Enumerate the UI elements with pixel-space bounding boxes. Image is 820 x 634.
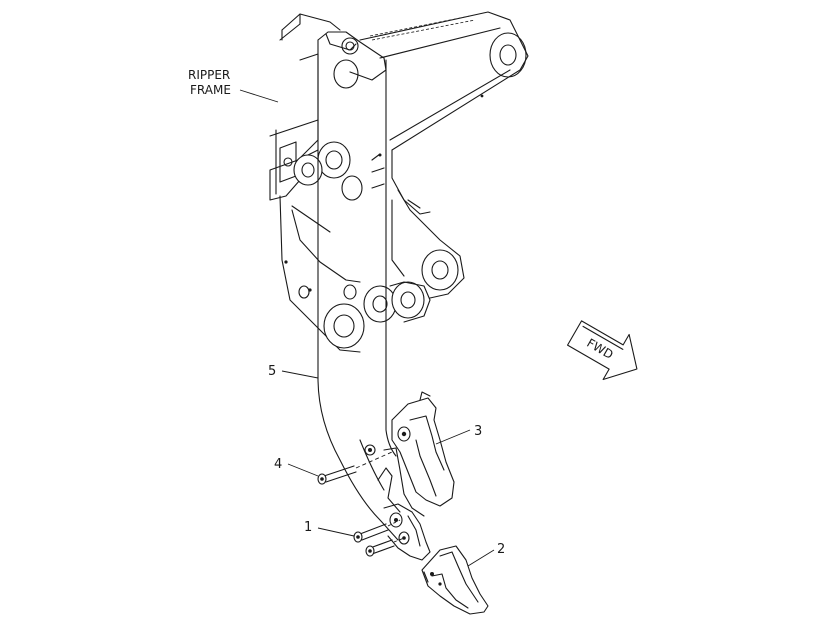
shank-part-5 [317,39,399,541]
bolt-part-4 [317,444,393,485]
callout-1-number: 1 [304,520,312,535]
callout-1: 1 [304,520,355,537]
callout-4-number: 4 [274,457,282,472]
ripper-frame-label-line2: FRAME [190,83,231,97]
callout-5-number: 5 [268,364,276,379]
callout-3: 3 [435,424,482,445]
callout-3-number: 3 [474,424,482,439]
forward-arrow-icon: FWD [567,320,638,381]
bolt-part-1-upper [353,519,401,543]
ripper-frame-label-line1: RIPPER [188,68,230,82]
ripper-frame [269,11,529,353]
bolt-part-1-lower [365,537,405,557]
adapter-nose [383,503,431,561]
shank-protector-part-3 [377,391,455,517]
tip-part-2 [421,545,489,615]
callout-2: 2 [467,542,505,567]
label-ripper-frame: RIPPER FRAME [188,68,279,103]
callout-4: 4 [274,457,319,477]
callout-5: 5 [268,364,319,379]
callout-2-number: 2 [497,542,505,557]
